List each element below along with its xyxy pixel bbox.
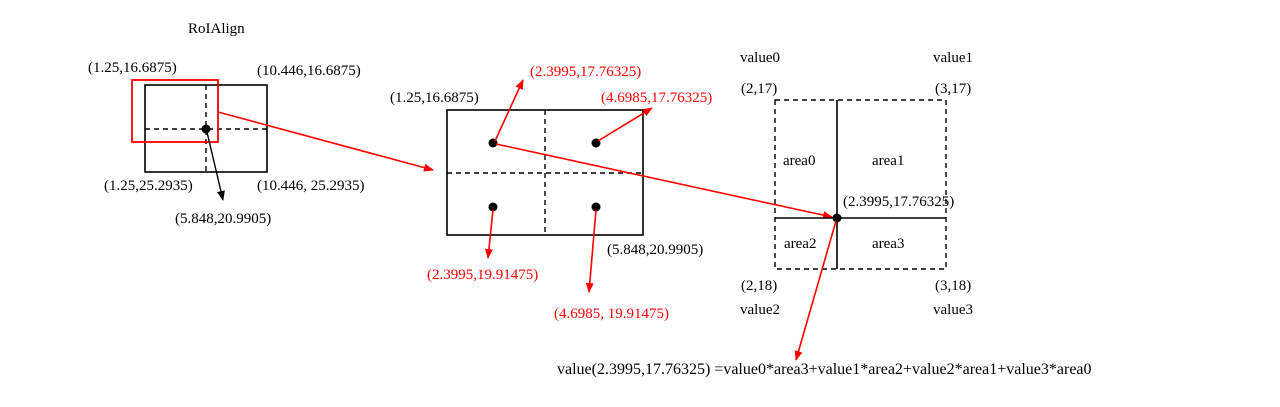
interp-to-formula-arrow xyxy=(794,220,837,361)
value1-label: value1 xyxy=(933,50,973,66)
sample-br-label: (4.6985, 19.91475) xyxy=(554,306,669,322)
right-panel: value0 value1 value2 value3 (2,17) (3,17… xyxy=(740,50,973,361)
left-bottom-left-coord: (1.25,25.2935) xyxy=(104,178,193,194)
sample-tl-arrow xyxy=(494,79,524,142)
value3-label: value3 xyxy=(933,302,973,318)
value0-label: value0 xyxy=(740,50,780,66)
pixel-grid-box xyxy=(774,99,947,270)
left-center-point xyxy=(201,124,211,134)
roi-to-grid-arrow xyxy=(217,111,434,172)
left-top-right-coord: (10.446,16.6875) xyxy=(257,63,361,79)
left-top-left-coord: (1.25,16.6875) xyxy=(88,60,177,76)
corner-tr-coord: (3,17) xyxy=(935,81,971,97)
left-center-arrow xyxy=(206,131,225,201)
value2-label: value2 xyxy=(740,302,780,318)
interp-point xyxy=(832,213,842,223)
left-bottom-right-coord: (10.446, 25.2935) xyxy=(257,178,365,194)
middle-bottom-right-coord: (5.848,20.9905) xyxy=(607,242,703,258)
sample-tl-label: (2.3995,17.76325) xyxy=(530,64,641,80)
middle-panel: (1.25,16.6875) (5.848,20.9905) (2.3995,1… xyxy=(390,64,712,322)
sample-point-bottom-left xyxy=(488,202,498,212)
middle-top-left-coord: (1.25,16.6875) xyxy=(390,90,479,106)
area3-label: area3 xyxy=(872,236,904,252)
sample-bl-label: (2.3995,19.91475) xyxy=(427,267,538,283)
left-panel: (1.25,16.6875) (10.446,16.6875) (1.25,25… xyxy=(88,60,365,227)
area2-label: area2 xyxy=(784,236,816,252)
corner-bl-coord: (2,18) xyxy=(741,278,777,294)
left-center-coord: (5.848,20.9905) xyxy=(175,211,271,227)
area1-label: area1 xyxy=(872,153,904,169)
corner-br-coord: (3,18) xyxy=(935,278,971,294)
sample-bl-arrow xyxy=(484,209,494,259)
sample-br-arrow xyxy=(585,209,597,293)
area0-label: area0 xyxy=(783,153,815,169)
bilinear-formula: value(2.3995,17.76325) =value0*area3+val… xyxy=(557,361,1092,378)
roi-highlight-box xyxy=(131,79,219,143)
sample-to-interp-arrow xyxy=(495,143,833,219)
sample-tr-label: (4.6985,17.76325) xyxy=(601,90,712,106)
interp-point-coord: (2.3995,17.76325) xyxy=(843,194,954,210)
diagram-title: RoIAlign xyxy=(188,21,245,37)
sample-tr-arrow xyxy=(597,107,653,142)
corner-tl-coord: (2,17) xyxy=(741,81,777,97)
sample-point-bottom-right xyxy=(591,202,601,212)
